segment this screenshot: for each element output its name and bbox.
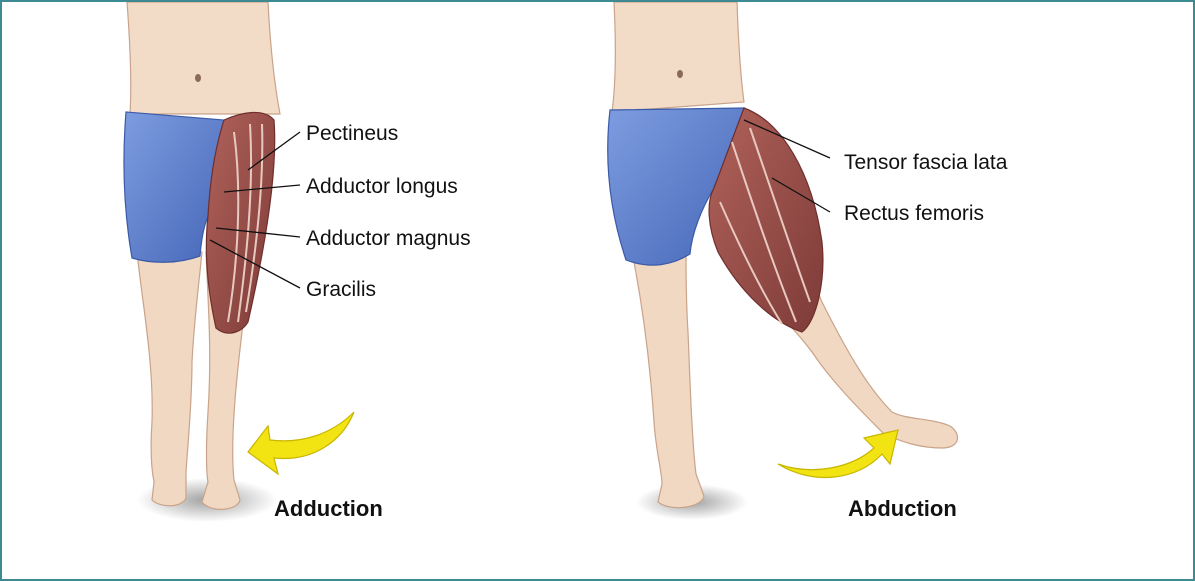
- caption-abduction: Abduction: [848, 498, 957, 520]
- caption-adduction: Adduction: [274, 498, 383, 520]
- label-pectineus: Pectineus: [306, 123, 398, 144]
- standing-leg: [632, 252, 704, 508]
- curved-arrow-right-icon: [778, 430, 898, 477]
- abduction-figure: [608, 2, 958, 520]
- label-gracilis: Gracilis: [306, 279, 376, 300]
- label-tensor-fascia-lata: Tensor fascia lata: [844, 152, 1007, 173]
- label-rectus-femoris: Rectus femoris: [844, 203, 984, 224]
- navel: [677, 70, 683, 78]
- label-adductor-longus: Adductor longus: [306, 176, 458, 197]
- torso: [127, 2, 280, 114]
- curved-arrow-left-icon: [248, 412, 354, 474]
- adduction-figure: [124, 2, 354, 522]
- torso: [612, 2, 744, 112]
- label-adductor-magnus: Adductor magnus: [306, 228, 471, 249]
- navel: [195, 74, 201, 82]
- right-leg: [137, 252, 202, 506]
